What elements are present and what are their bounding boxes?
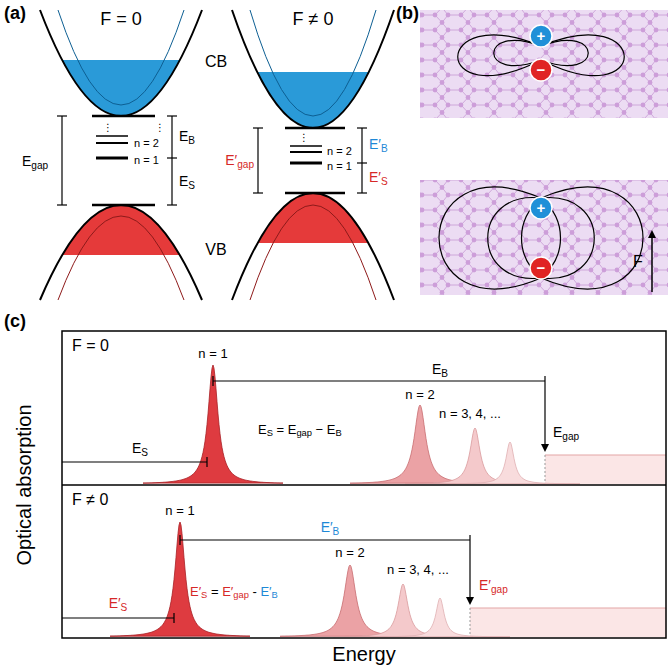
subscript: gap — [31, 160, 48, 171]
subscript: B — [272, 590, 278, 600]
field-label: F ≠ 0 — [72, 491, 108, 509]
energy-label: E′B — [321, 520, 340, 535]
energy-label: E′S — [369, 170, 388, 185]
axis-title: Energy — [332, 643, 395, 665]
absorption-peak — [143, 365, 283, 483]
exciton-dipole — [420, 10, 668, 295]
panel-letter: (b) — [396, 4, 419, 24]
energy-label: E′gap — [479, 578, 508, 593]
text-part: E′ — [190, 584, 201, 599]
peak-label: n = 3, 4, ... — [439, 407, 501, 421]
band-label: CB — [205, 53, 227, 71]
energy-label: E′S — [109, 596, 128, 611]
text-part: E′ — [369, 136, 381, 152]
text-part: E′ — [369, 169, 381, 185]
text-part: E′ — [225, 152, 237, 168]
band-diagram-right — [232, 10, 394, 300]
subscript: B — [333, 526, 340, 537]
text-part: E′ — [321, 519, 333, 535]
energy-label: E′gap — [225, 153, 254, 168]
equation: E′S = E′gap - E′B — [190, 585, 278, 599]
level-label: n = 1 — [134, 154, 159, 166]
text-part: E — [258, 422, 267, 437]
text-part: E — [179, 128, 188, 144]
text-part: E — [179, 173, 188, 189]
absorption-peak — [110, 522, 250, 636]
subscript: B — [336, 428, 342, 438]
charge-sign: − — [537, 260, 546, 277]
energy-label: ES — [179, 174, 195, 189]
energy-label: EB — [179, 129, 195, 144]
text-part: − E — [312, 422, 336, 437]
text-part: E — [432, 361, 441, 377]
axis-title: Optical absorption — [13, 404, 35, 565]
text-part: E — [22, 153, 31, 169]
panel-letter: (c) — [4, 312, 26, 332]
field-label: F ≠ 0 — [293, 10, 334, 30]
text-part: E′ — [479, 577, 491, 593]
field-label: F = 0 — [100, 10, 142, 30]
text-part: E′ — [222, 584, 233, 599]
text-part: = — [207, 584, 222, 599]
text-part: E′ — [260, 584, 271, 599]
subscript: B — [188, 135, 195, 146]
level-label: n = 2 — [327, 145, 352, 157]
panel-letter: (a) — [4, 4, 26, 24]
subscript: gap — [237, 159, 254, 170]
text-part: E — [553, 424, 562, 440]
absorption-peak — [405, 428, 545, 484]
level-label: n = 1 — [327, 160, 352, 172]
text-part: E′ — [109, 595, 121, 611]
absorption-spectra — [62, 331, 666, 638]
peak-label: n = 2 — [405, 388, 434, 402]
peak-label: n = 1 — [198, 347, 227, 361]
charge-sign: + — [537, 200, 546, 217]
dots: ⋮ — [155, 122, 165, 133]
subscript: gap — [491, 584, 508, 595]
text-part: - — [249, 584, 261, 599]
energy-label: Egap — [553, 425, 579, 440]
subscript: S — [267, 428, 273, 438]
level-label: n = 2 — [134, 137, 159, 149]
absorption-peak — [440, 442, 580, 484]
subscript: B — [441, 368, 448, 379]
peak-label: n = 3, 4, ... — [387, 563, 449, 577]
dots: ⋮ — [299, 132, 309, 143]
band-diagram-left — [40, 10, 202, 300]
energy-label: E′B — [369, 137, 388, 152]
absorption-peak — [333, 584, 473, 637]
subscript: gap — [233, 590, 249, 600]
dots: ⋮ — [103, 122, 113, 133]
band-label: VB — [205, 241, 226, 259]
absorption-peak — [370, 598, 510, 637]
field-label: F = 0 — [72, 337, 109, 355]
charge-sign: − — [537, 62, 546, 79]
text-part: E — [132, 440, 141, 456]
subscript: gap — [296, 428, 312, 438]
text-part: = E — [273, 422, 297, 437]
peak-label: n = 2 — [335, 546, 364, 560]
subscript: S — [188, 180, 195, 191]
charge-sign: + — [537, 28, 546, 45]
subscript: S — [121, 602, 128, 613]
energy-label: ES — [132, 441, 148, 456]
subscript: S — [381, 176, 388, 187]
equation: ES = Egap − EB — [258, 423, 342, 437]
subscript: S — [201, 590, 207, 600]
peak-label: n = 1 — [165, 504, 194, 518]
subscript: gap — [562, 431, 579, 442]
subscript: S — [141, 447, 148, 458]
field-label: F — [633, 253, 643, 271]
energy-label: Egap — [22, 154, 48, 169]
energy-label: EB — [432, 362, 448, 377]
subscript: B — [381, 143, 388, 154]
